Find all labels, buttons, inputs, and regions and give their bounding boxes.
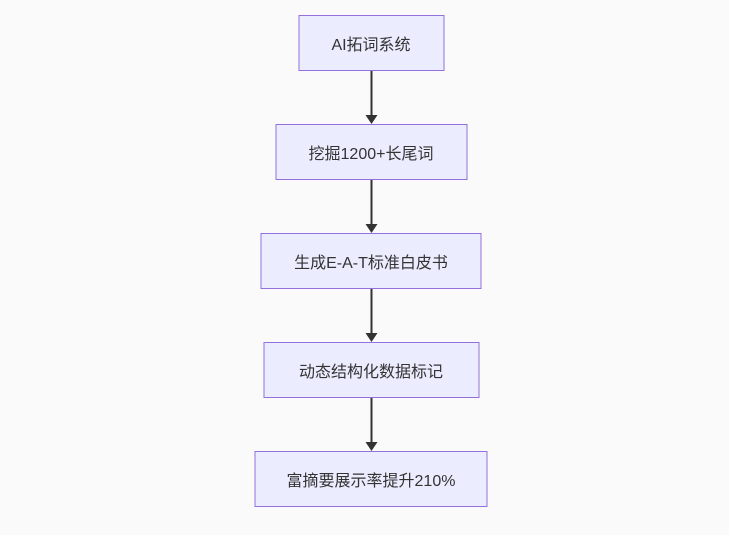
flow-node-label: 挖掘1200+长尾词 xyxy=(308,146,434,163)
edge-line xyxy=(370,71,372,116)
flow-node-longtail-mining: 挖掘1200+长尾词 xyxy=(275,124,467,180)
arrowhead-down-icon xyxy=(365,224,377,233)
flow-edge-2-3 xyxy=(365,180,377,233)
arrowhead-down-icon xyxy=(365,442,377,451)
flow-node-label: 生成E-A-T标准白皮书 xyxy=(294,255,448,272)
flow-edge-3-4 xyxy=(365,289,377,342)
flow-node-label: 富摘要展示率提升210% xyxy=(286,473,456,490)
flow-node-structured-data-markup: 动态结构化数据标记 xyxy=(263,342,479,398)
flow-node-eat-whitepaper: 生成E-A-T标准白皮书 xyxy=(260,233,482,289)
flow-node-label: 动态结构化数据标记 xyxy=(298,364,443,381)
arrowhead-down-icon xyxy=(365,333,377,342)
flow-node-label: AI拓词系统 xyxy=(331,37,411,54)
edge-line xyxy=(370,180,372,225)
edge-line xyxy=(370,289,372,334)
edge-line xyxy=(370,398,372,443)
arrowhead-down-icon xyxy=(365,115,377,124)
flow-edge-4-5 xyxy=(365,398,377,451)
flow-edge-1-2 xyxy=(365,71,377,124)
flowchart: AI拓词系统 挖掘1200+长尾词 生成E-A-T标准白皮书 动态结构化数据标记… xyxy=(254,15,488,507)
flow-node-rich-snippet-result: 富摘要展示率提升210% xyxy=(254,451,488,507)
flow-node-ai-word-expansion: AI拓词系统 xyxy=(298,15,444,71)
